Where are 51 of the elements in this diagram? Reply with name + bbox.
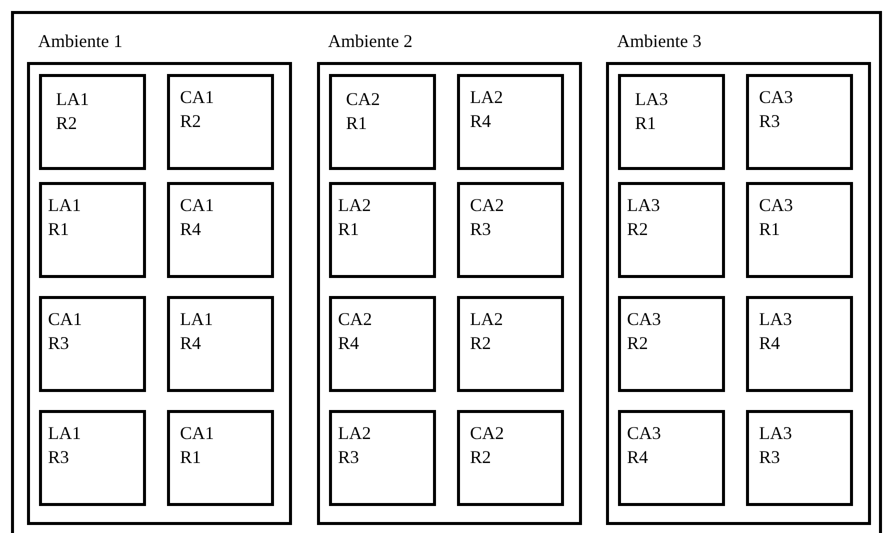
cell-label: LA3 R3 (759, 422, 793, 469)
cell-box (746, 410, 853, 506)
cell-label: LA3 R2 (627, 194, 661, 241)
cell-box (746, 74, 853, 170)
cell-box (746, 296, 853, 392)
cell-label: LA2 R3 (338, 422, 372, 469)
cell-box (329, 296, 436, 392)
cell-box (618, 296, 725, 392)
cell-label: CA1 R3 (48, 308, 84, 355)
cell-box (457, 182, 564, 278)
cell-label: CA2 R1 (346, 88, 382, 135)
cell-box (39, 296, 146, 392)
cell-label: CA1 R2 (180, 86, 216, 133)
cell-box (746, 182, 853, 278)
cell-box (329, 410, 436, 506)
cell-box (167, 296, 274, 392)
cell-label: LA1 R2 (56, 88, 90, 135)
cell-label: CA3 R2 (627, 308, 662, 355)
cell-box (329, 182, 436, 278)
cell-label: CA2 R3 (470, 194, 506, 241)
cell-box (618, 410, 725, 506)
group-heading: Ambiente 2 (328, 31, 412, 52)
cell-box (167, 74, 274, 170)
cell-label: LA3 R4 (759, 308, 793, 355)
cell-box (39, 182, 146, 278)
cell-label: LA1 R1 (48, 194, 82, 241)
cell-label: CA1 R1 (180, 422, 216, 469)
group-heading: Ambiente 3 (617, 31, 702, 52)
cell-label: CA2 R2 (470, 422, 506, 469)
cell-box (39, 410, 146, 506)
cell-box (618, 74, 725, 170)
group-heading: Ambiente 1 (38, 31, 122, 52)
cell-label: LA2 R2 (470, 308, 504, 355)
cell-label: LA1 R4 (180, 308, 214, 355)
cell-box (39, 74, 146, 170)
cell-label: CA1 R4 (180, 194, 216, 241)
cell-label: CA3 R3 (759, 86, 794, 133)
cell-label: CA3 R4 (627, 422, 662, 469)
cell-box (457, 410, 564, 506)
cell-label: LA1 R3 (48, 422, 82, 469)
cell-box (457, 296, 564, 392)
cell-box (167, 410, 274, 506)
cell-box (167, 182, 274, 278)
cell-box (457, 74, 564, 170)
cell-box (329, 74, 436, 170)
cell-box (618, 182, 725, 278)
cell-label: LA2 R4 (470, 86, 504, 133)
cell-label: LA3 R1 (635, 88, 669, 135)
cell-label: CA3 R1 (759, 194, 794, 241)
cell-label: LA2 R1 (338, 194, 372, 241)
cell-label: CA2 R4 (338, 308, 374, 355)
